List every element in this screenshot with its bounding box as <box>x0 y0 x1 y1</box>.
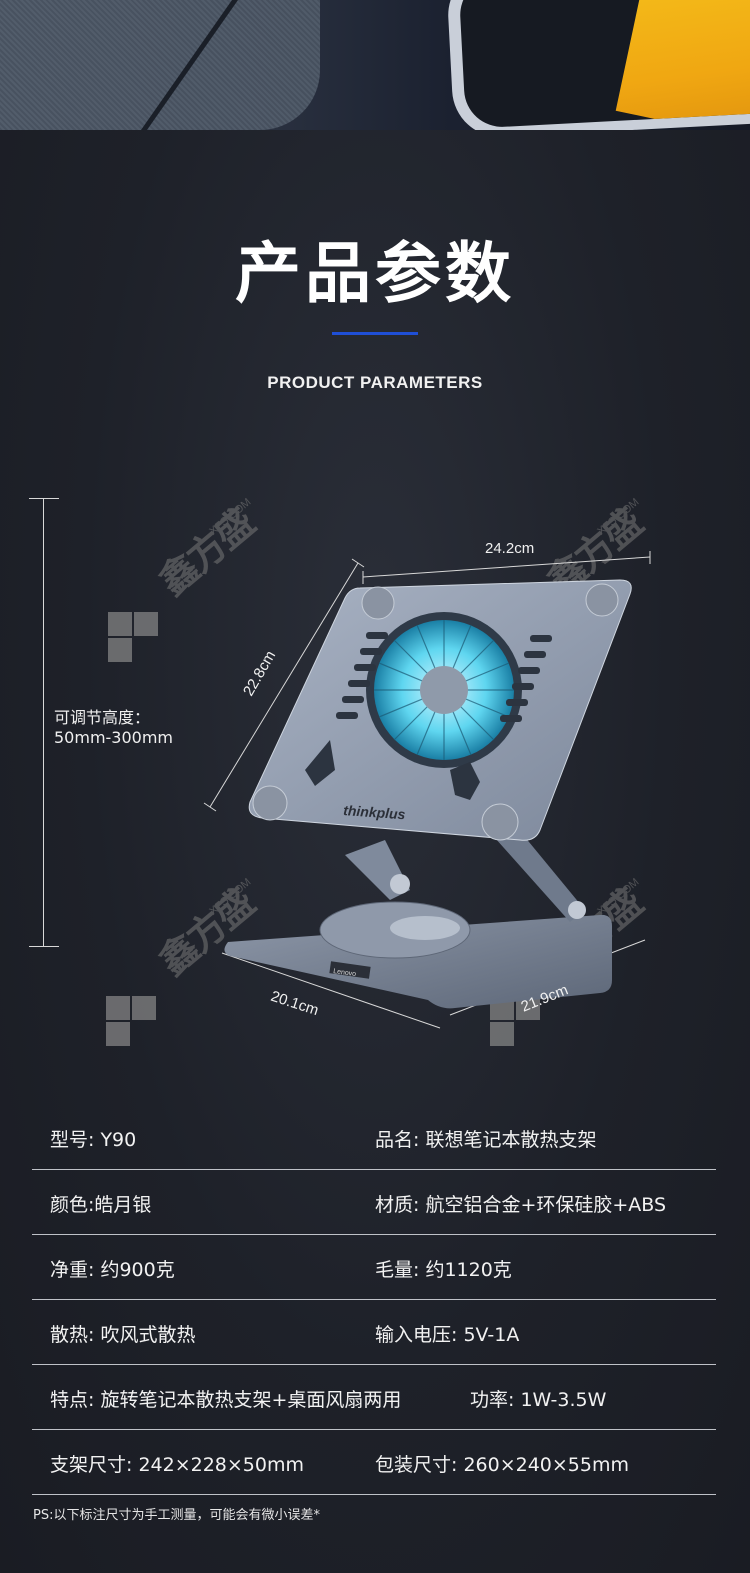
spec-color: 颜色:皓月银 <box>50 1194 152 1216</box>
title-accent-rule <box>332 332 418 335</box>
spec-material: 材质: 航空铝合金+环保硅胶+ABS <box>375 1194 667 1216</box>
vent-slots <box>336 632 552 722</box>
spec-row: 净重: 约900克 毛量: 约1120克 <box>32 1235 716 1300</box>
silicone-pads <box>252 583 619 841</box>
laptop-stand-illustration: thinkplus Lenovo <box>203 551 651 1029</box>
spec-net-weight: 净重: 约900克 <box>50 1259 175 1281</box>
spec-row: 型号: Y90 品名: 联想笔记本散热支架 <box>32 1105 716 1170</box>
spec-row: 支架尺寸: 242×228×50mm 包装尺寸: 260×240×55mm <box>32 1430 716 1495</box>
tablet-screen <box>458 0 750 129</box>
dimension-top-width: 24.2cm <box>485 540 535 557</box>
spec-model: 型号: Y90 <box>50 1129 137 1151</box>
spec-features: 特点: 旋转笔记本散热支架+桌面风扇两用 <box>50 1389 402 1411</box>
laptop-bag-fabric <box>0 0 320 130</box>
height-dimension-cap-top <box>29 498 59 499</box>
spec-input-voltage: 输入电压: 5V-1A <box>375 1324 520 1346</box>
tablet-wallpaper <box>615 0 750 129</box>
spec-product-name: 品名: 联想笔记本散热支架 <box>375 1129 597 1151</box>
spec-row: 散热: 吹风式散热 输入电压: 5V-1A <box>32 1300 716 1365</box>
base-logo-text: Lenovo <box>333 968 357 978</box>
spec-row: 特点: 旋转笔记本散热支架+桌面风扇两用 功率: 1W-3.5W <box>32 1365 716 1430</box>
spec-stand-size: 支架尺寸: 242×228×50mm <box>50 1454 305 1476</box>
top-banner-photo <box>0 0 750 130</box>
height-dimension-cap-bottom <box>29 946 59 947</box>
spec-gross-weight: 毛量: 约1120克 <box>375 1259 512 1281</box>
brand-logo-text: thinkplus <box>343 802 406 822</box>
measurement-note: PS:以下标注尺寸为手工测量，可能会有微小误差* <box>33 1508 320 1523</box>
spec-cooling: 散热: 吹风式散热 <box>50 1324 196 1346</box>
page-subtitle: PRODUCT PARAMETERS <box>267 373 483 392</box>
spec-power: 功率: 1W-3.5W <box>470 1389 607 1411</box>
page-title: 产品参数 <box>235 235 515 312</box>
spec-row: 颜色:皓月银 材质: 航空铝合金+环保硅胶+ABS <box>32 1170 716 1235</box>
dimension-lines <box>203 551 651 1029</box>
product-figure: 可调节高度： 50mm-300mm XFS.COM 鑫方盛 XFS.COM 鑫方… <box>0 470 750 1070</box>
height-dimension-line <box>43 498 44 946</box>
spec-package-size: 包装尺寸: 260×240×55mm <box>375 1454 630 1476</box>
height-range: 50mm-300mm <box>54 728 174 747</box>
height-label: 可调节高度： <box>54 708 151 727</box>
spec-table: 型号: Y90 品名: 联想笔记本散热支架 颜色:皓月银 材质: 航空铝合金+环… <box>32 1105 716 1495</box>
